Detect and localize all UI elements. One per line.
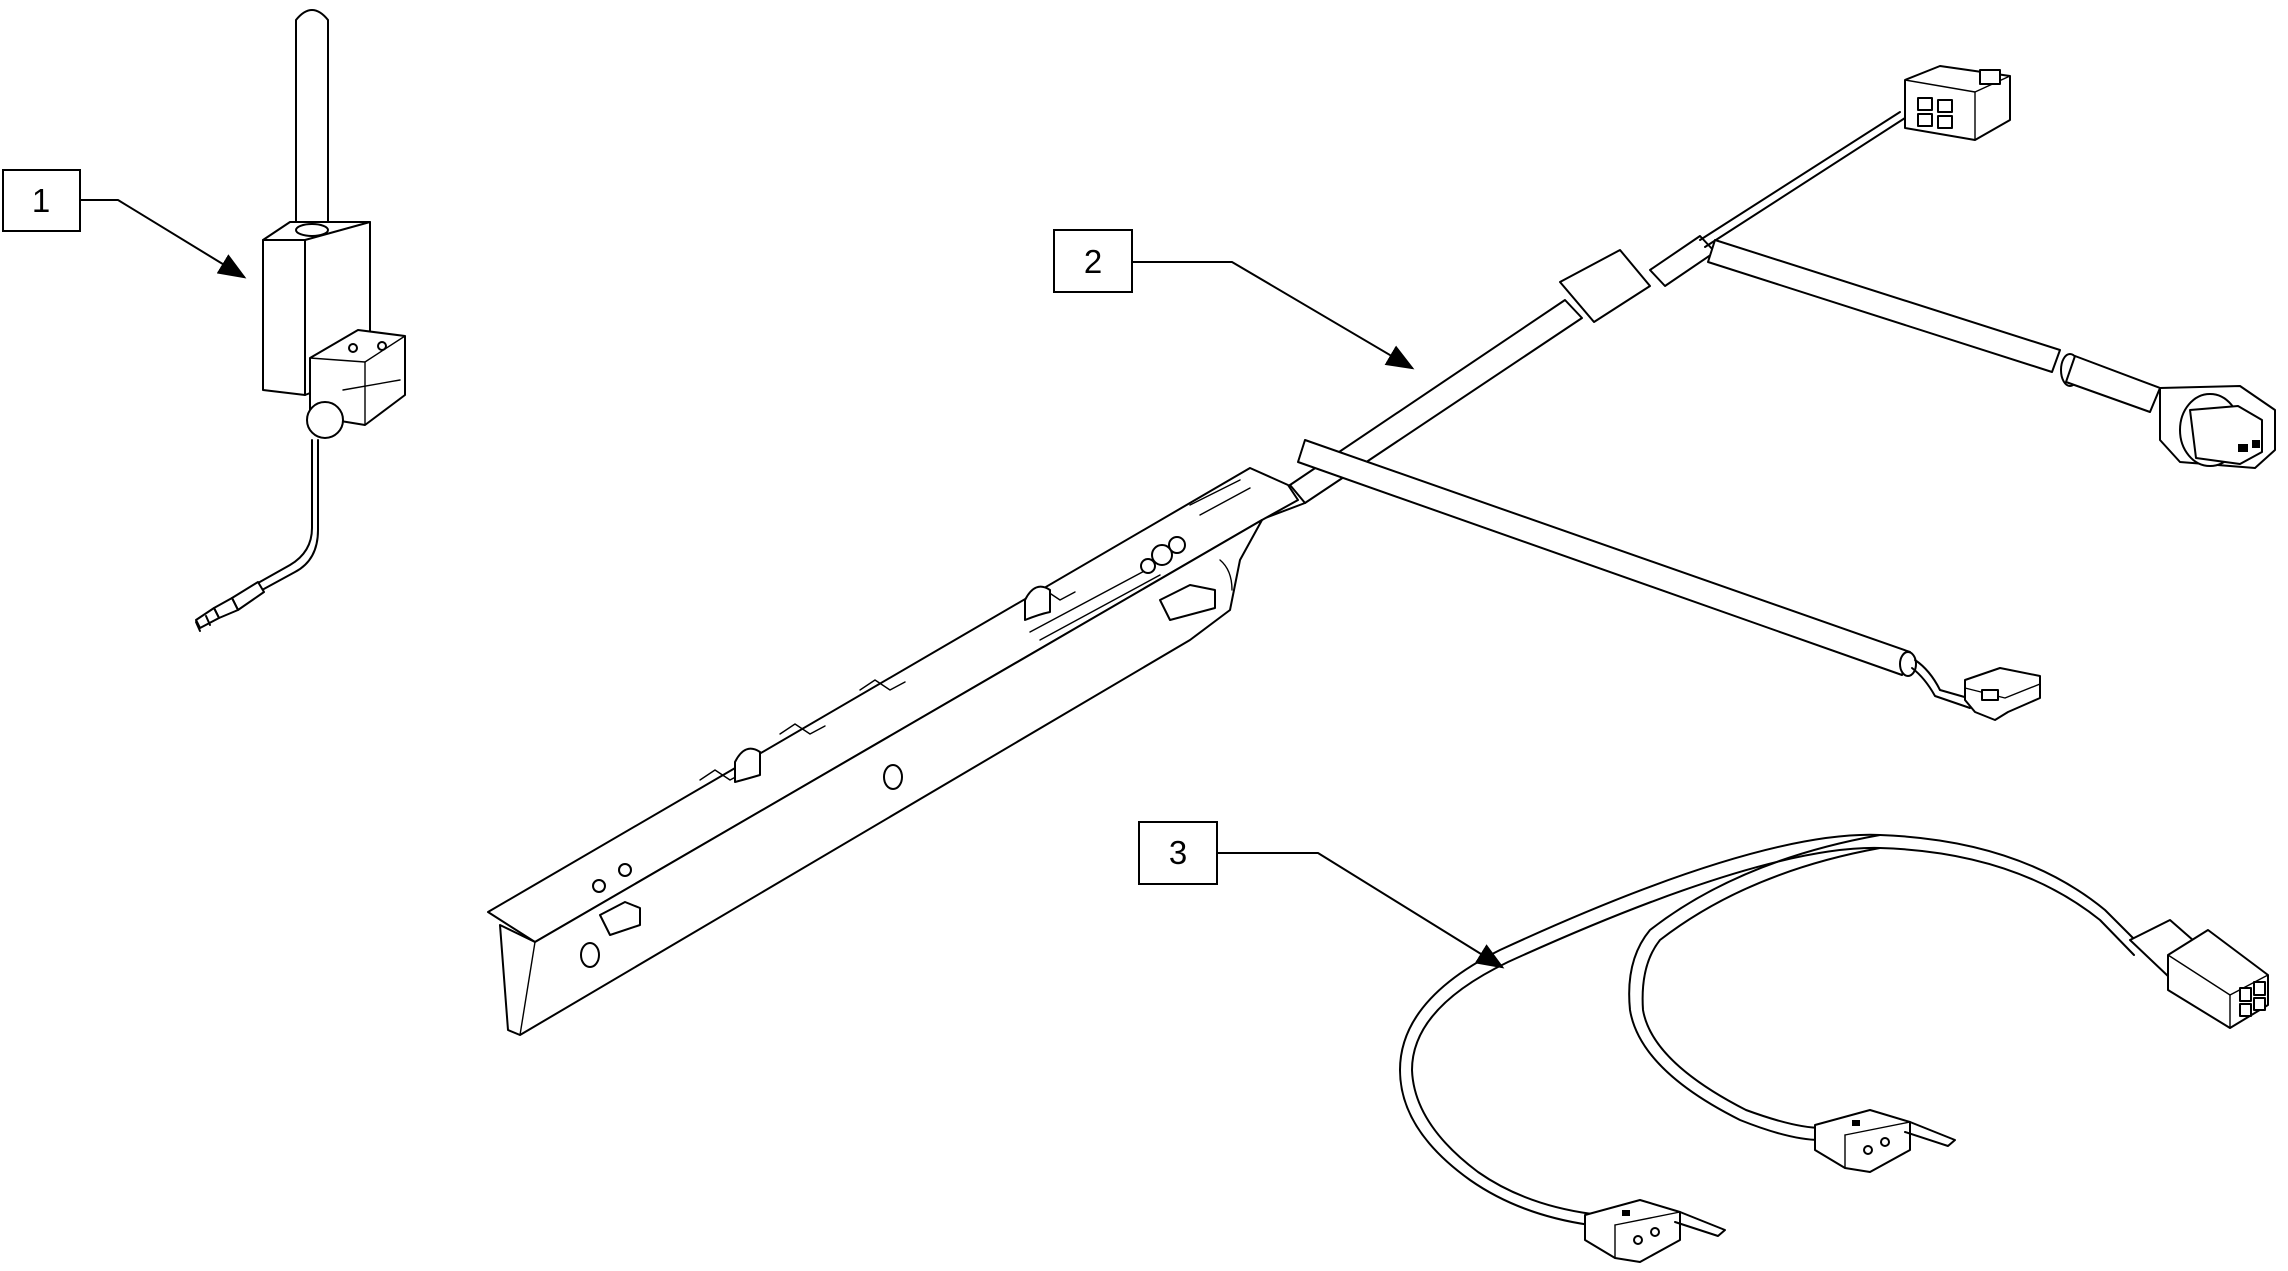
callout-1-box — [2, 169, 81, 232]
bracket-hole — [883, 764, 903, 790]
audio-plug — [195, 581, 265, 632]
cable-left-loop — [1399, 833, 2141, 1226]
wire-harness — [1249, 65, 2276, 721]
antenna-rod — [295, 9, 329, 231]
module-cable — [261, 439, 319, 591]
round-connector — [2159, 385, 2276, 469]
callout-3: 3 — [1138, 821, 1505, 969]
callout-1-label: 1 — [32, 182, 50, 219]
upper-connector — [1904, 65, 2011, 141]
cable-right-loop — [1628, 834, 1881, 1141]
callout-2-leader — [1131, 261, 1415, 370]
micro-switch-left — [1584, 1199, 1726, 1263]
bracket-clip — [1159, 584, 1216, 621]
branch-lower-tube — [1297, 439, 1911, 676]
callout-2-label: 2 — [1084, 243, 1102, 280]
clamp-hole — [306, 401, 344, 439]
bracket-front-face — [499, 519, 1263, 1036]
switch-cable-assembly — [1399, 833, 2269, 1263]
callout-1: 1 — [2, 169, 247, 279]
callout-3-leader — [1216, 852, 1505, 969]
callout-2-box — [1053, 229, 1133, 293]
branch-upper-tube — [1707, 239, 2061, 373]
micro-switch-right — [1814, 1109, 1956, 1173]
antenna-module — [195, 9, 406, 632]
mounting-bracket — [487, 467, 1299, 1036]
callout-1-leader — [79, 199, 247, 279]
harness-trunk — [1289, 299, 1583, 504]
module-front — [262, 239, 306, 396]
callout-2: 2 — [1053, 229, 1415, 370]
bracket-screw — [1151, 544, 1173, 566]
cable-end-connector — [2129, 919, 2269, 1029]
lower-connector — [1964, 667, 2041, 721]
callout-3-label: 3 — [1169, 834, 1187, 871]
